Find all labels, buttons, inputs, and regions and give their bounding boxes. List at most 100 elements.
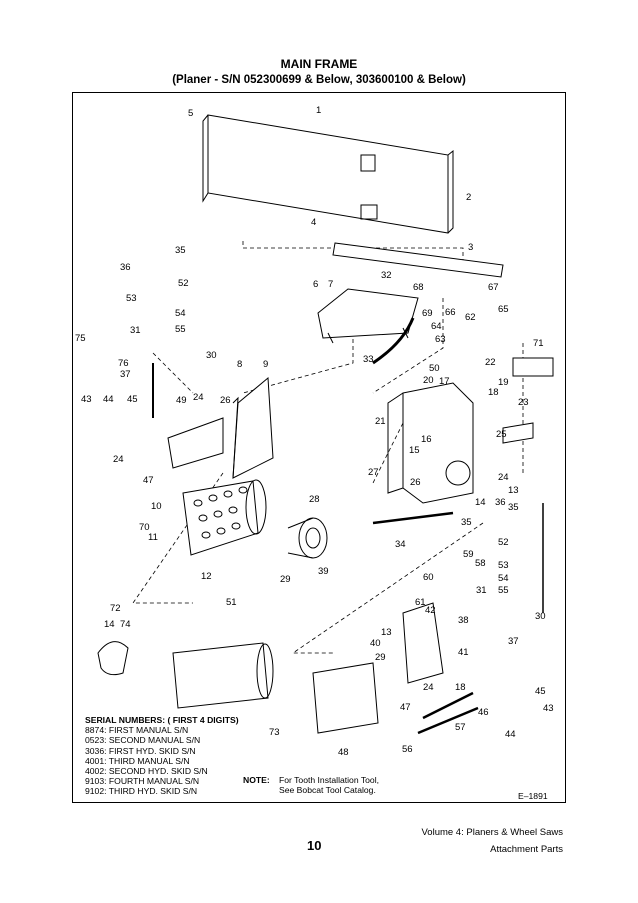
- note-label: NOTE:: [243, 775, 270, 785]
- skid-plate: [312, 662, 379, 734]
- lower-drum: [172, 642, 274, 709]
- callout: 55: [498, 585, 509, 596]
- callout: 29: [280, 574, 291, 585]
- callout: 33: [363, 354, 374, 365]
- serial-line: 4002: SECOND HYD. SKID S/N: [85, 766, 208, 777]
- callout: 52: [498, 537, 509, 548]
- callout: 44: [505, 729, 516, 740]
- callout: 58: [475, 558, 486, 569]
- callout: 60: [423, 572, 434, 583]
- callout: 74: [120, 619, 131, 630]
- callout: 36: [120, 262, 131, 273]
- serial-line: 0523: SECOND MANUAL S/N: [85, 735, 201, 746]
- callout: 42: [425, 605, 436, 616]
- callout: 20: [423, 375, 434, 386]
- callout: 3: [468, 242, 474, 253]
- callout: 37: [508, 636, 519, 647]
- callout: 17: [439, 376, 450, 387]
- callout: 24: [423, 682, 434, 693]
- drum-hub: [287, 517, 328, 559]
- page-subtitle: (Planer - S/N 052300699 & Below, 3036001…: [172, 74, 466, 86]
- footer-volume: Volume 4: Planers & Wheel Saws: [421, 827, 563, 838]
- callout: 47: [143, 475, 154, 486]
- serial-line: 3036: FIRST HYD. SKID S/N: [85, 745, 196, 756]
- callout: 12: [201, 571, 212, 582]
- callout: 36: [495, 497, 506, 508]
- callout: 27: [368, 467, 379, 478]
- curved-strip: [372, 317, 415, 365]
- footer: Volume 4: Planers & Wheel Saws Attachmen…: [421, 824, 563, 858]
- callout: 57: [455, 722, 466, 733]
- serial-line: 8874: FIRST MANUAL S/N: [85, 725, 189, 736]
- callout: 35: [175, 245, 186, 256]
- serial-line: 9102: THIRD HYD. SKID S/N: [85, 786, 198, 797]
- callout: 65: [498, 304, 509, 315]
- callout: 21: [375, 416, 386, 427]
- callout: 54: [498, 573, 509, 584]
- callout: 67: [488, 282, 499, 293]
- callout: 54: [175, 308, 186, 319]
- callout: 24: [113, 454, 124, 465]
- callout: 2: [466, 192, 472, 203]
- callout: 30: [206, 350, 217, 361]
- callout: 68: [413, 282, 424, 293]
- callout: 47: [400, 702, 411, 713]
- callout: 32: [381, 270, 392, 281]
- callout: 6: [313, 279, 319, 290]
- figure-code: E–1891: [518, 791, 548, 801]
- callout: 11: [148, 532, 158, 543]
- callout: 41: [458, 647, 469, 658]
- callout: 35: [508, 502, 519, 513]
- callout: 14: [475, 497, 486, 508]
- page-number: 10: [307, 838, 322, 853]
- callout: 31: [130, 325, 141, 336]
- note-line: For Tooth Installation Tool,: [279, 775, 380, 785]
- callout: 76: [118, 358, 129, 369]
- callout: 45: [127, 394, 138, 405]
- callout: 63: [435, 334, 446, 345]
- callout: 53: [498, 560, 509, 571]
- callout: 39: [318, 566, 329, 577]
- callout: 75: [75, 333, 86, 344]
- callout: 24: [498, 472, 509, 483]
- skid-runner: [417, 691, 479, 735]
- callout: 4: [311, 217, 317, 228]
- callout: 1: [316, 105, 322, 116]
- callout: 5: [188, 108, 194, 119]
- footer-section: Attachment Parts: [490, 844, 563, 855]
- callout: 48: [338, 747, 349, 758]
- callout: 43: [543, 703, 554, 714]
- callout: 10: [151, 501, 162, 512]
- callout: 66: [445, 307, 456, 318]
- drum-housing: [387, 382, 474, 504]
- callout: 18: [455, 682, 466, 693]
- callout: 16: [421, 434, 432, 445]
- callout: 29: [375, 652, 386, 663]
- callout: 14: [104, 619, 115, 630]
- callout: 22: [485, 357, 496, 368]
- callout: 23: [518, 397, 529, 408]
- callout: 46: [478, 707, 489, 718]
- callout: 53: [126, 293, 137, 304]
- callout: 13: [508, 485, 519, 496]
- callout: 49: [176, 395, 187, 406]
- callout: 64: [431, 321, 442, 332]
- callout: 55: [175, 324, 186, 335]
- callout: 26: [410, 477, 421, 488]
- callout: 50: [429, 363, 440, 374]
- callout: 43: [81, 394, 92, 405]
- callout: 24: [193, 392, 204, 403]
- callout: 18: [488, 387, 499, 398]
- main-frame-plate: [202, 114, 454, 234]
- serial-numbers-block: SERIAL NUMBERS: ( FIRST 4 DIGITS) 8874: …: [85, 715, 239, 797]
- callout: 59: [463, 549, 474, 560]
- exploded-parts-diagram: [97, 114, 554, 735]
- callout: 26: [220, 395, 231, 406]
- callout: 15: [409, 445, 420, 456]
- rail: [372, 511, 454, 525]
- callout: 69: [422, 308, 433, 319]
- callout: 72: [110, 603, 121, 614]
- callout: 19: [498, 377, 509, 388]
- serial-line: 9103: FOURTH MANUAL S/N: [85, 776, 200, 787]
- page-title: MAIN FRAME: [280, 57, 358, 71]
